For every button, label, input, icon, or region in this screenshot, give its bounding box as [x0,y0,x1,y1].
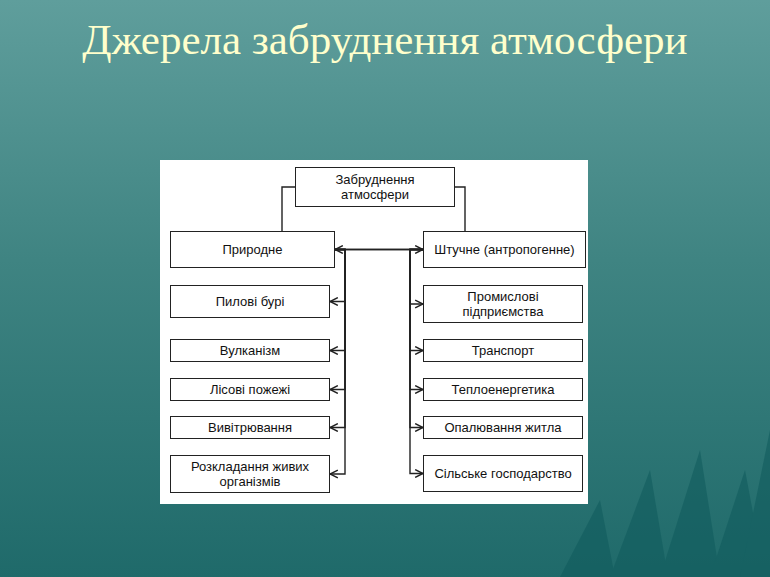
connector-arrow [410,250,423,305]
box-label: Лісові пожежі [210,382,290,397]
connector-arrow [330,250,345,390]
root-box: Забруднення атмосфери [295,167,455,207]
source-box: Теплоенергетика [423,378,583,401]
connector-arrow [410,250,423,474]
source-box: Сільське господарство [423,455,583,492]
category-box: Штучне (антропогенне) [423,231,586,268]
connector-arrow [410,250,423,428]
source-box: Вулканізм [170,339,330,362]
category-box: Природне [170,231,335,268]
box-label: Опалювання житла [444,420,561,435]
slide-title: Джерела забруднення атмосфери [20,14,750,66]
connector-arrow [330,250,345,475]
source-box: Розкладання живих організмів [170,455,330,493]
box-label: Промислові підприємства [430,289,576,319]
box-label: Вивітрювання [208,420,292,435]
box-label: Природне [222,242,282,257]
box-label: Розкладання живих організмів [177,459,323,489]
box-label: Пилові бурі [216,294,285,309]
box-label: Транспорт [472,343,535,358]
box-label: Сільське господарство [434,466,571,481]
connector-arrow [330,250,345,428]
connector-arrow [410,250,423,351]
source-box: Опалювання житла [423,416,583,439]
diagram-panel [160,160,588,504]
source-box: Промислові підприємства [423,285,583,323]
connector-arrow [410,250,423,390]
source-box: Пилові бурі [170,285,330,318]
box-label: Вулканізм [220,343,281,358]
box-label: Штучне (антропогенне) [434,242,574,257]
source-box: Транспорт [423,339,583,362]
box-label: Забруднення атмосфери [302,172,448,202]
source-box: Лісові пожежі [170,378,330,401]
source-box: Вивітрювання [170,416,330,439]
box-label: Теплоенергетика [452,382,555,397]
